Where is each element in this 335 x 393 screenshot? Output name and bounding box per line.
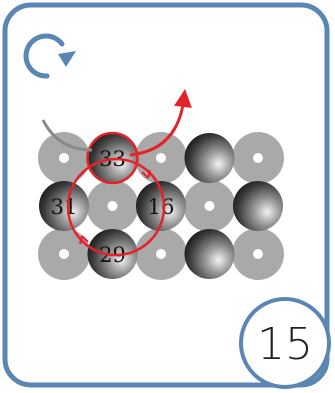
numbered-ball[interactable]: 16 — [136, 181, 186, 231]
rotation-ring — [66, 157, 166, 257]
gray-disc-layer — [38, 132, 284, 280]
rotate-clockwise-icon[interactable] — [23, 33, 76, 79]
ball-number: 16 — [148, 195, 175, 219]
gray-disc-slot — [135, 132, 187, 184]
gray-entry-arrow — [41, 119, 93, 152]
blank-ball[interactable] — [184, 133, 235, 183]
gray-disc-slot — [38, 228, 90, 280]
gray-disc-slot — [183, 180, 236, 232]
ring-arrow-left — [79, 235, 89, 245]
gray-disc-slot — [38, 132, 90, 184]
numbered-ball[interactable]: 31 — [39, 181, 89, 231]
rotation-path — [41, 89, 192, 257]
gray-disc-slot — [232, 228, 284, 280]
ring-arrow-right — [141, 169, 151, 179]
red-exit-arrow — [129, 89, 192, 157]
ball-number: 31 — [51, 195, 78, 219]
gray-disc-slot — [135, 228, 187, 280]
gray-disc-slot — [232, 132, 284, 184]
blank-ball[interactable] — [233, 181, 283, 231]
level-badge: 15 — [239, 297, 331, 389]
level-number: 15 — [257, 319, 313, 370]
blank-ball[interactable] — [184, 229, 235, 279]
gray-disc-slot — [86, 180, 139, 232]
